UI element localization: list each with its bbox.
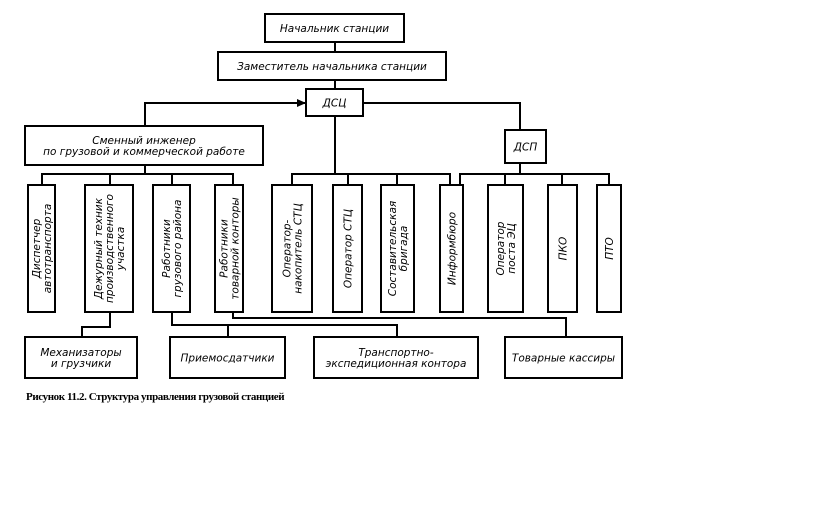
vertical-unit-label: накопитель СТЦ — [293, 203, 305, 293]
bottom-unit-box — [169, 336, 286, 379]
vertical-unit-box — [596, 184, 622, 313]
vertical-unit-box — [332, 184, 363, 313]
connector-line — [232, 312, 567, 337]
arrow-icon — [297, 99, 306, 107]
connector-line — [171, 312, 398, 337]
vertical-unit-label: Работники — [161, 219, 173, 278]
deputy-box — [217, 51, 447, 81]
vertical-unit-box — [152, 184, 191, 313]
vertical-unit-label: ПКО — [558, 237, 570, 261]
vertical-unit-box — [27, 184, 56, 313]
vertical-unit-label: Составительская — [387, 201, 399, 296]
vertical-unit-box — [547, 184, 578, 313]
vertical-unit-label: грузового района — [172, 200, 184, 298]
shift-engineer-box — [24, 125, 264, 166]
connector-line — [81, 312, 111, 337]
vertical-unit-label: Оператор- — [282, 219, 294, 277]
connector-line — [144, 102, 306, 126]
vertical-unit-box — [487, 184, 524, 313]
vertical-unit-label: ПТО — [604, 237, 616, 260]
dsc-box — [305, 88, 364, 117]
vertical-unit-box — [84, 184, 134, 313]
vertical-unit-label: товарной конторы — [230, 197, 242, 299]
dsc-label: ДСЦ — [322, 98, 347, 110]
vertical-unit-label: поста ЭЦ — [506, 223, 518, 273]
connector-line — [363, 102, 521, 130]
vertical-unit-label: Оператор — [495, 221, 507, 275]
deputy-label: Заместитель начальника станции — [237, 61, 427, 73]
dsp-box — [504, 129, 547, 164]
head-box — [264, 13, 405, 43]
vertical-unit-label: Дежурный техник — [93, 197, 105, 300]
vertical-unit-box — [271, 184, 313, 313]
vertical-unit-label: автотранспорта — [42, 204, 54, 294]
shift-engineer-label: по грузовой и коммерческой работе — [43, 146, 245, 158]
bottom-unit-label: Механизаторы — [40, 347, 121, 359]
bottom-unit-label: и грузчики — [51, 358, 112, 370]
vertical-unit-label: Работники — [219, 219, 231, 278]
bottom-unit-box — [313, 336, 479, 379]
bottom-unit-box — [504, 336, 623, 379]
vertical-unit-box — [439, 184, 464, 313]
vertical-unit-label: Диспетчер — [31, 218, 43, 279]
bottom-unit-label: Приемосдатчики — [181, 353, 275, 365]
vertical-unit-label: производственного — [104, 194, 116, 303]
connector-line — [41, 173, 234, 185]
bottom-unit-label: экспедиционная контора — [326, 358, 467, 370]
figure-caption: Рисунок 11.2. Структура управления грузо… — [26, 391, 285, 403]
vertical-unit-box — [380, 184, 415, 313]
connector-line — [291, 173, 451, 185]
head-label: Начальник станции — [280, 23, 389, 35]
shift-engineer-label: Сменный инженер — [92, 135, 196, 147]
bottom-unit-box — [24, 336, 138, 379]
bottom-unit-label: Транспортно- — [358, 347, 434, 359]
vertical-unit-label: Оператор СТЦ — [343, 209, 355, 288]
connector-line — [459, 173, 610, 185]
bottom-unit-label: Товарные кассиры — [512, 353, 615, 365]
dsp-label: ДСП — [513, 142, 538, 154]
vertical-unit-label: Информбюро — [447, 212, 459, 285]
vertical-unit-label: бригада — [398, 226, 410, 272]
vertical-unit-box — [214, 184, 244, 313]
vertical-unit-label: участка — [115, 227, 127, 272]
